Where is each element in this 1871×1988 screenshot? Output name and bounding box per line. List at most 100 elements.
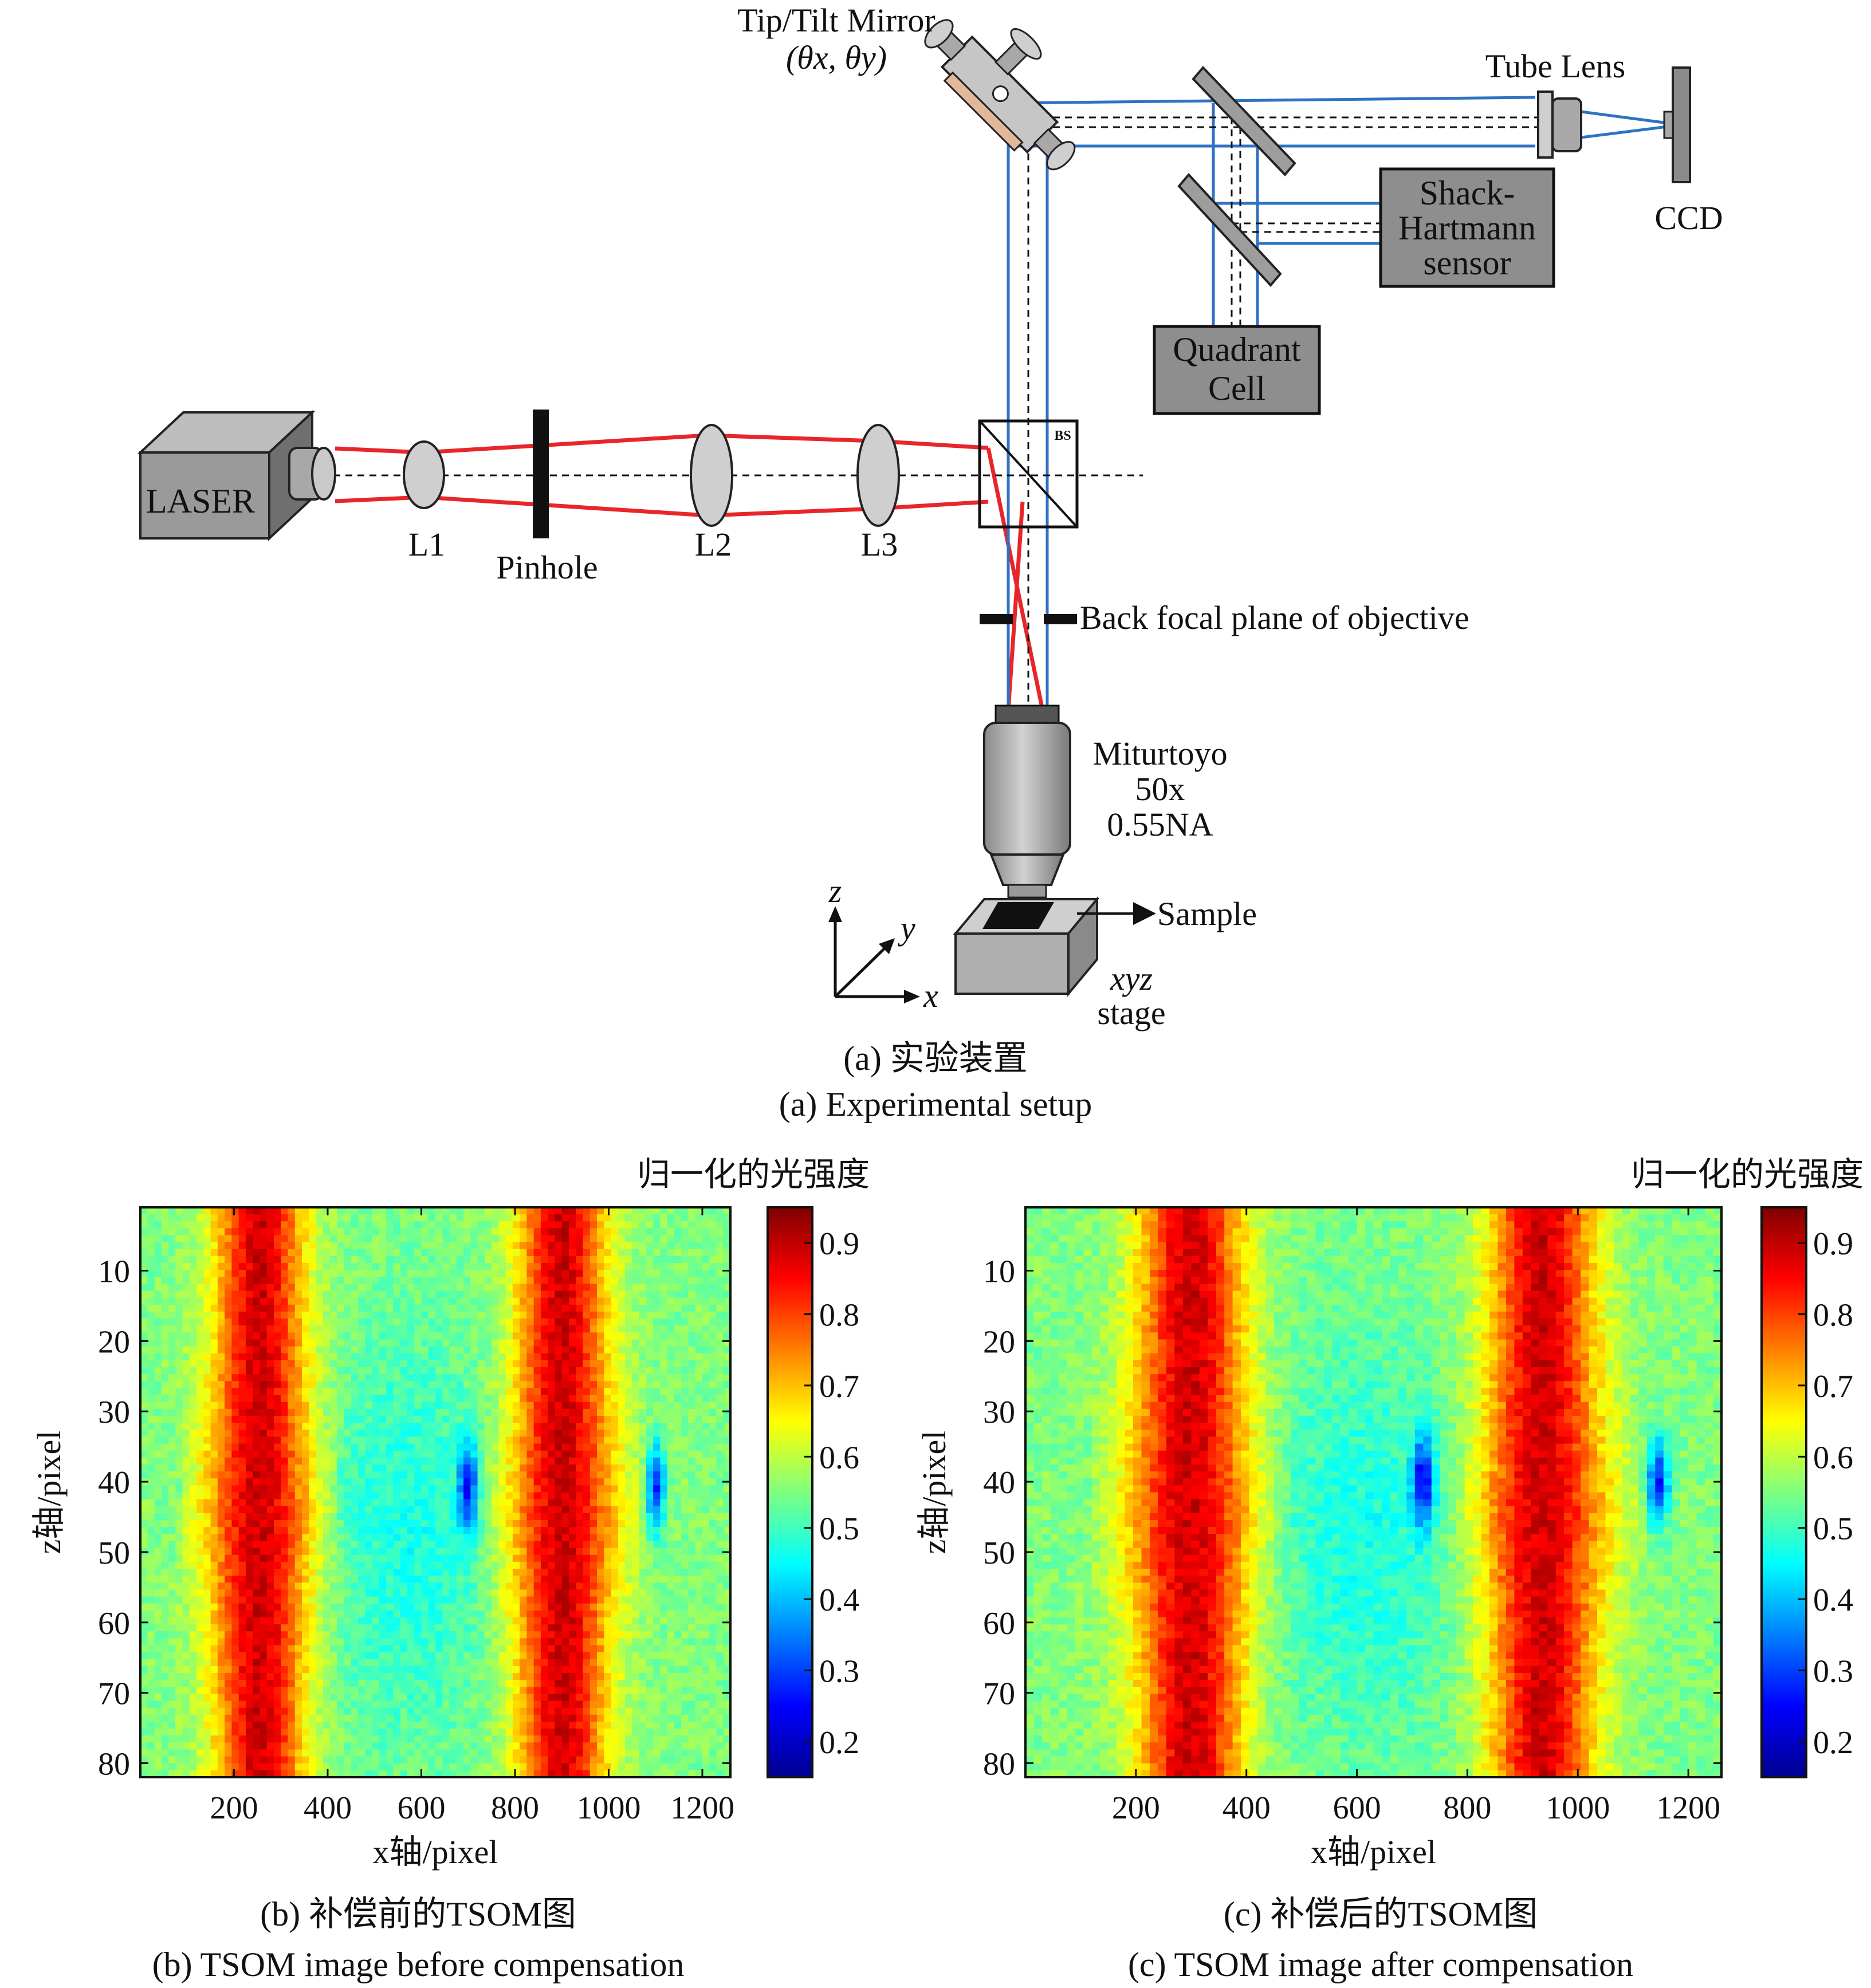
heatmap-cell xyxy=(162,1444,169,1451)
heatmap-cell xyxy=(175,1499,183,1507)
heatmap-cell xyxy=(155,1228,162,1235)
heatmap-cell xyxy=(421,1444,429,1451)
heatmap-cell xyxy=(506,1214,513,1222)
heatmap-cell xyxy=(478,1493,485,1500)
heatmap-cell xyxy=(632,1340,639,1347)
heatmap-cell xyxy=(590,1305,598,1312)
heatmap-cell xyxy=(358,1388,365,1395)
heatmap-cell xyxy=(646,1388,654,1395)
heatmap-cell xyxy=(260,1256,267,1263)
heatmap-cell xyxy=(225,1298,232,1305)
heatmap-cell xyxy=(492,1395,499,1403)
heatmap-cell xyxy=(492,1499,499,1507)
heatmap-cell xyxy=(231,1367,239,1375)
heatmap-cell xyxy=(569,1395,576,1403)
heatmap-cell xyxy=(218,1430,225,1437)
heatmap-cell xyxy=(526,1249,534,1257)
heatmap-cell xyxy=(492,1458,499,1465)
heatmap-cell xyxy=(203,1555,211,1562)
heatmap-cell xyxy=(372,1458,380,1465)
heatmap-cell xyxy=(450,1541,457,1548)
heatmap-cell xyxy=(414,1589,422,1597)
heatmap-cell xyxy=(513,1305,520,1312)
heatmap-cell xyxy=(379,1597,387,1604)
heatmap-cell xyxy=(534,1235,541,1243)
heatmap-cell xyxy=(246,1347,253,1354)
heatmap-cell xyxy=(288,1256,296,1263)
heatmap-cell xyxy=(386,1395,394,1403)
heatmap-cell xyxy=(632,1527,639,1534)
heatmap-cell xyxy=(421,1513,429,1521)
heatmap-cell xyxy=(358,1312,365,1319)
heatmap-cell xyxy=(274,1430,281,1437)
heatmap-cell xyxy=(513,1444,520,1451)
heatmap-cell xyxy=(492,1562,499,1569)
heatmap-cell xyxy=(435,1318,443,1326)
heatmap-cell xyxy=(316,1534,324,1541)
heatmap-cell xyxy=(716,1451,724,1458)
heatmap-cell xyxy=(239,1242,246,1250)
heatmap-cell xyxy=(203,1318,211,1326)
heatmap-cell xyxy=(611,1214,619,1222)
heatmap-cell xyxy=(281,1325,288,1333)
heatmap-cell xyxy=(231,1235,239,1243)
heatmap-cell xyxy=(393,1436,400,1444)
heatmap-cell xyxy=(681,1277,689,1284)
heatmap-cell xyxy=(457,1353,464,1361)
heatmap-cell xyxy=(435,1325,443,1333)
heatmap-cell xyxy=(330,1332,337,1340)
heatmap-cell xyxy=(618,1367,626,1375)
heatmap-cell xyxy=(231,1270,239,1277)
heatmap-cell xyxy=(611,1340,619,1347)
heatmap-cell xyxy=(351,1347,359,1354)
heatmap-cell xyxy=(541,1291,548,1298)
heatmap-cell xyxy=(175,1423,183,1430)
heatmap-cell xyxy=(716,1249,724,1257)
heatmap-cell xyxy=(267,1395,274,1403)
heatmap-cell xyxy=(463,1436,471,1444)
heatmap-cell xyxy=(225,1513,232,1521)
heatmap-cell xyxy=(653,1284,661,1291)
heatmap-cell xyxy=(555,1423,562,1430)
heatmap-cell xyxy=(646,1430,654,1437)
heatmap-cell xyxy=(569,1318,576,1326)
heatmap-cell xyxy=(562,1611,569,1618)
heatmap-cell xyxy=(288,1249,296,1257)
heatmap-cell xyxy=(175,1235,183,1243)
heatmap-cell xyxy=(316,1513,324,1521)
heatmap-cell xyxy=(674,1436,682,1444)
heatmap-cell xyxy=(520,1409,527,1416)
heatmap-cell xyxy=(576,1465,583,1472)
heatmap-cell xyxy=(597,1478,604,1486)
heatmap-cell xyxy=(485,1597,492,1604)
heatmap-cell xyxy=(709,1325,717,1333)
heatmap-cell xyxy=(351,1263,359,1270)
heatmap-cell xyxy=(393,1340,400,1347)
heatmap-cell xyxy=(288,1228,296,1235)
heatmap-cell xyxy=(225,1291,232,1298)
heatmap-cell xyxy=(162,1485,169,1493)
heatmap-cell xyxy=(429,1242,436,1250)
heatmap-cell xyxy=(463,1444,471,1451)
heatmap-cell xyxy=(281,1493,288,1500)
heatmap-cell xyxy=(211,1582,218,1590)
heatmap-cell xyxy=(604,1582,611,1590)
heatmap-cell xyxy=(316,1381,324,1388)
heatmap-cell xyxy=(457,1277,464,1284)
heatmap-cell xyxy=(478,1451,485,1458)
heatmap-cell xyxy=(400,1221,408,1229)
heatmap-cell xyxy=(646,1270,654,1277)
heatmap-cell xyxy=(288,1513,296,1521)
heatmap-cell xyxy=(709,1284,717,1291)
heatmap-cell xyxy=(534,1582,541,1590)
heatmap-cell xyxy=(611,1423,619,1430)
heatmap-cell xyxy=(709,1409,717,1416)
heatmap-cell xyxy=(463,1485,471,1493)
heatmap-cell xyxy=(196,1471,204,1479)
heatmap-cell xyxy=(604,1318,611,1326)
heatmap-cell xyxy=(288,1471,296,1479)
heatmap-cell xyxy=(611,1416,619,1423)
